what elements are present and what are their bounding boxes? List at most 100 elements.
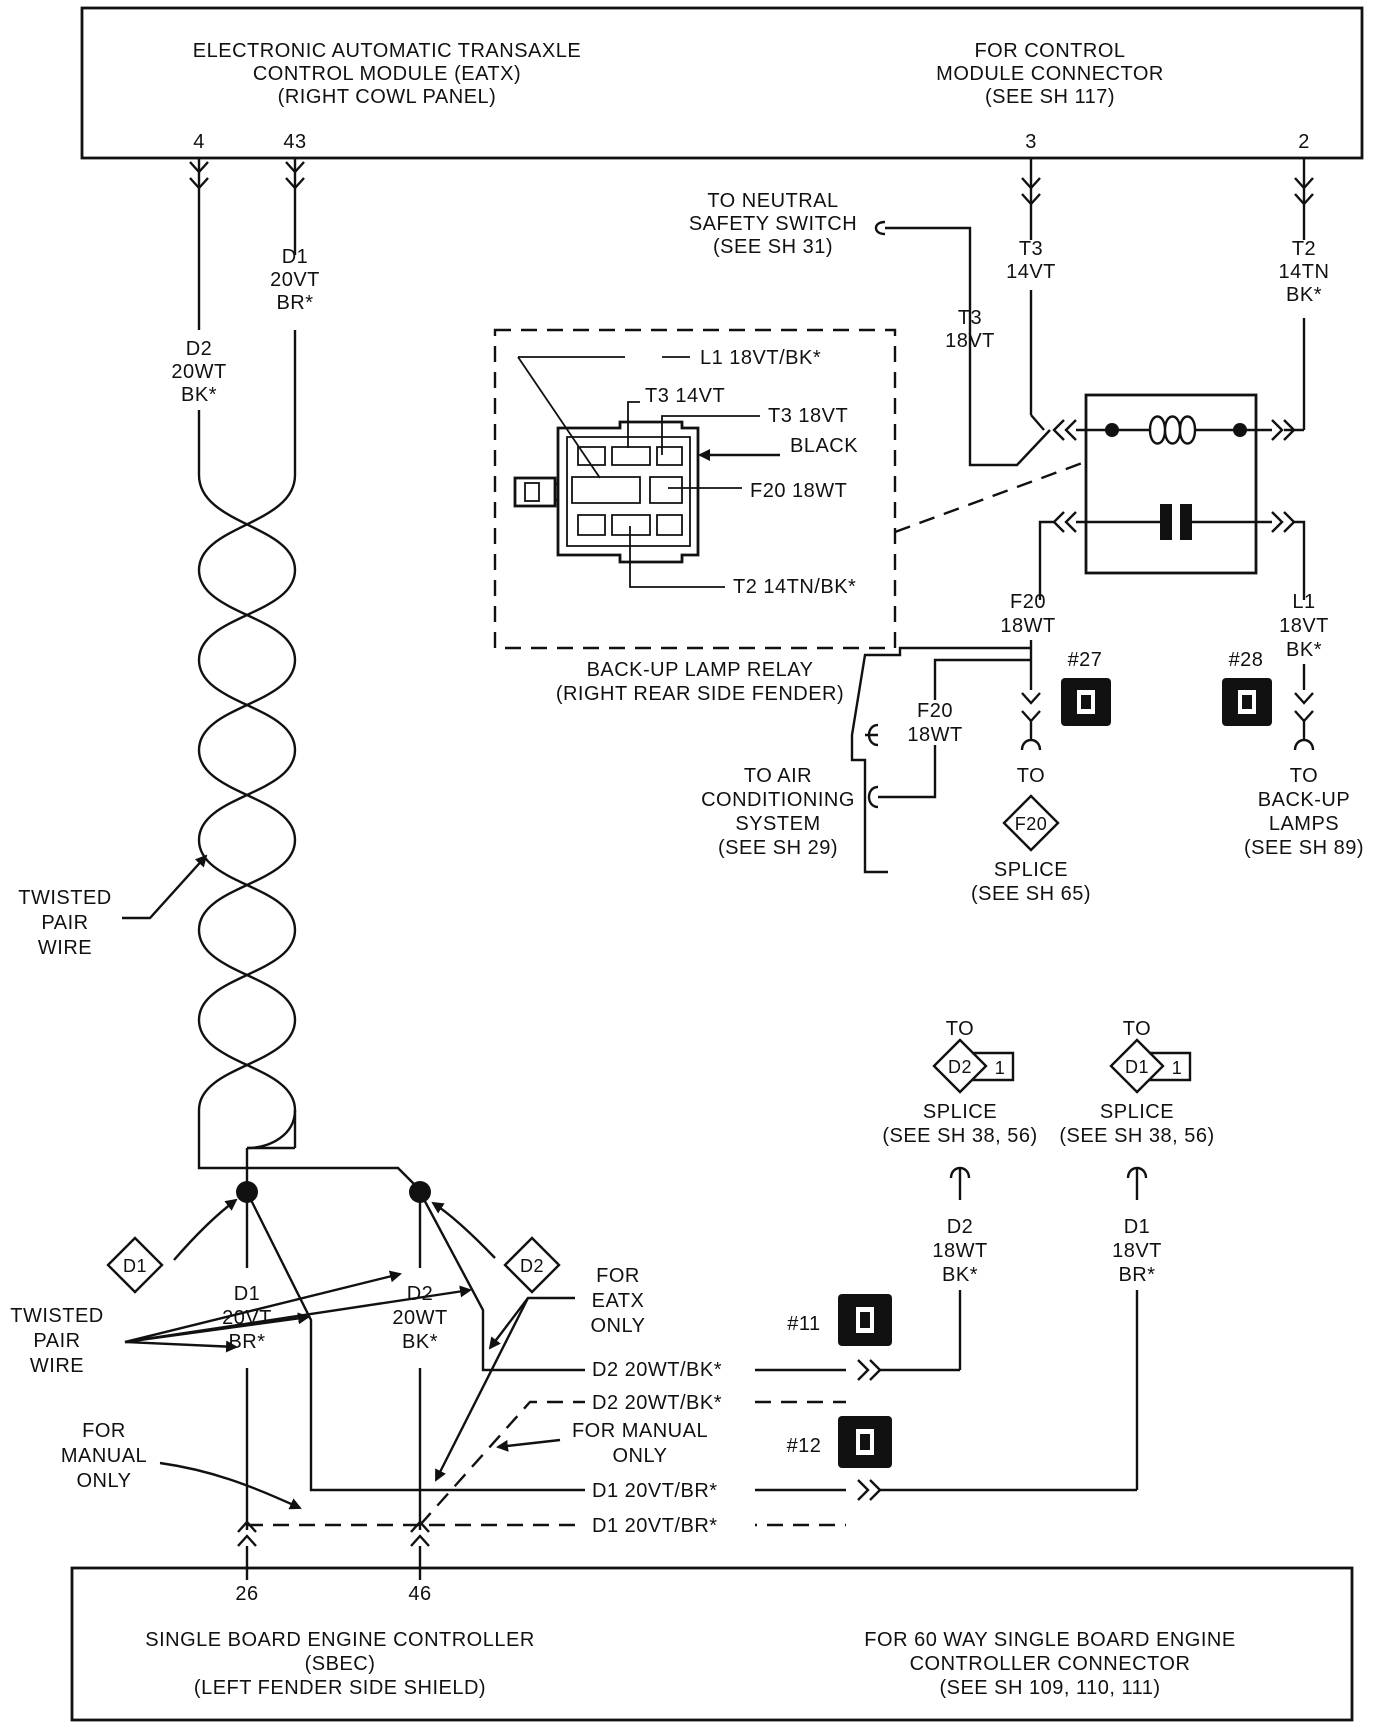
l1-wiring (1293, 664, 1315, 751)
l1-relay-label-1: L1 (1292, 591, 1315, 613)
d2-splice-symbol: D2 (948, 1057, 972, 1077)
eatx-pin-4: 4 (193, 131, 205, 153)
eatx-title-3: (RIGHT COWL PANEL) (278, 86, 497, 108)
t3-18-label-1: T3 (958, 307, 982, 329)
d2-splice-wire-3: BK* (942, 1264, 978, 1286)
eatx-title-2: CONTROL MODULE (EATX) (253, 63, 521, 85)
f20-wiring (850, 640, 1042, 874)
callout-l1: L1 18VT/BK* (700, 347, 821, 369)
splice-feed-wires (878, 1166, 1148, 1492)
left-d1-splice: D1 (106, 1198, 238, 1294)
callout-black: BLACK (790, 435, 858, 457)
d2-dashed-label: D2 20WT/BK* (592, 1392, 722, 1414)
eatx-only-2: EATX (592, 1290, 645, 1312)
d1-bottom-label-3: BR* (228, 1331, 265, 1353)
relay-schematic (1038, 393, 1306, 600)
d1-top-label-2: 20VT (270, 269, 320, 291)
d1-splice-wire-3: BR* (1118, 1264, 1155, 1286)
manual-right-1: FOR MANUAL (572, 1420, 708, 1442)
left-d1-symbol: D1 (123, 1256, 147, 1276)
backup-4: (SEE SH 89) (1244, 837, 1364, 859)
f20-relay-label-1: F20 (1010, 591, 1046, 613)
manual-left-2: MANUAL (61, 1445, 147, 1467)
d2-splice-destination: TO D2 1 SPLICE (SEE SH 38, 56) (882, 1018, 1037, 1147)
manual-left-3: ONLY (77, 1470, 132, 1492)
manual-right-2: ONLY (613, 1445, 668, 1467)
twisted-pair-cable (197, 158, 417, 1187)
f20-ac-label-1: F20 (917, 700, 953, 722)
twisted-upper-1: TWISTED (18, 887, 112, 909)
t3-14-label-2: 14VT (1006, 261, 1056, 283)
connector-12-label: #12 (787, 1435, 822, 1457)
f20-splice-destination: TO F20 SPLICE (SEE SH 65) (971, 765, 1091, 905)
t2-14-label-1: T2 (1292, 238, 1316, 260)
relay-connector-view: L1 18VT/BK* T3 14VT T3 18VT BLACK F20 18… (493, 328, 1086, 705)
twisted-upper-2: PAIR (41, 912, 88, 934)
manual-only-note-right: FOR MANUAL ONLY (496, 1420, 708, 1467)
callout-t2: T2 14TN/BK* (733, 576, 856, 598)
sbec-connector-1: FOR 60 WAY SINGLE BOARD ENGINE (864, 1629, 1235, 1651)
sbec-pin-46: 46 (408, 1583, 431, 1605)
d2-splice-count: 1 (995, 1058, 1006, 1078)
d1-splice-destination: TO D1 1 SPLICE (SEE SH 38, 56) (1059, 1018, 1214, 1147)
twisted-upper-3: WIRE (38, 937, 92, 959)
connector-11-label: #11 (787, 1313, 820, 1335)
backup-lamps-destination: TO BACK-UP LAMPS (SEE SH 89) (1244, 765, 1364, 859)
eatx-only-1: FOR (596, 1265, 640, 1287)
callout-f20: F20 18WT (750, 480, 847, 502)
neutral-safety-destination: TO NEUTRAL SAFETY SWITCH (SEE SH 31) (689, 190, 857, 258)
d2-bottom-label-2: 20WT (392, 1307, 447, 1329)
relay-title-1: BACK-UP LAMP RELAY (587, 659, 814, 681)
d2-bottom-label-1: D2 (407, 1283, 434, 1305)
f20-to: TO (1017, 765, 1045, 787)
sbec-title-2: (SBEC) (305, 1653, 376, 1675)
connector-27-label: #27 (1068, 649, 1103, 671)
d2-splice-2: (SEE SH 38, 56) (882, 1125, 1037, 1147)
l1-relay-label-3: BK* (1286, 639, 1322, 661)
d2-top-label-2: 20WT (171, 361, 226, 383)
eatx-connector-3: (SEE SH 117) (985, 86, 1115, 108)
twisted-lower-3: WIRE (30, 1355, 84, 1377)
t2-14-label-3: BK* (1286, 284, 1322, 306)
backup-1: TO (1290, 765, 1318, 787)
ac-2: CONDITIONING (701, 789, 855, 811)
ac-3: SYSTEM (735, 813, 820, 835)
manual-only-note-left: FOR MANUAL ONLY (61, 1420, 302, 1510)
eatx-only-3: ONLY (591, 1315, 646, 1337)
backup-2: BACK-UP (1258, 789, 1350, 811)
sbec-connector-2: CONTROLLER CONNECTOR (910, 1653, 1191, 1675)
eatx-pin-3: 3 (1025, 131, 1037, 153)
d1-top-label-1: D1 (282, 246, 309, 268)
ac-4: (SEE SH 29) (718, 837, 838, 859)
connector-27: #27 (1061, 649, 1111, 726)
d1-dashed-label: D1 20VT/BR* (592, 1515, 718, 1537)
callout-t3-14: T3 14VT (645, 385, 725, 407)
left-d2-splice: D2 (431, 1201, 561, 1294)
f20-splice-symbol: F20 (1015, 814, 1048, 834)
d2-top-label-3: BK* (181, 384, 217, 406)
manual-left-1: FOR (82, 1420, 126, 1442)
d1-bottom-label-1: D1 (234, 1283, 261, 1305)
neutral-2: SAFETY SWITCH (689, 213, 857, 235)
twisted-pair-note-upper: TWISTED PAIR WIRE (18, 854, 208, 959)
relay-title-2: (RIGHT REAR SIDE FENDER) (556, 683, 844, 705)
f20-ac-label-2: 18WT (907, 724, 962, 746)
d2-splice-wire-1: D2 (947, 1216, 974, 1238)
eatx-only-note: FOR EATX ONLY (434, 1265, 646, 1482)
twisted-lower-1: TWISTED (10, 1305, 104, 1327)
connector-12: #12 (787, 1416, 892, 1501)
d2-top-label-1: D2 (186, 338, 213, 360)
d1-solid-label: D1 20VT/BR* (592, 1480, 718, 1502)
t2-14-label-2: 14TN (1279, 261, 1330, 283)
twisted-pair-note-lower: TWISTED PAIR WIRE (10, 1270, 472, 1377)
d2-splice-wire-2: 18WT (932, 1240, 987, 1262)
sbec-module: 26 46 SINGLE BOARD ENGINE CONTROLLER (SB… (70, 1566, 1354, 1722)
callout-t3-18: T3 18VT (768, 405, 848, 427)
t-wires (874, 158, 1306, 467)
d2-to: TO (946, 1018, 974, 1040)
connector-11: #11 (787, 1294, 892, 1381)
t3-14-label-1: T3 (1019, 238, 1043, 260)
f20-splice-1: SPLICE (994, 859, 1068, 881)
f20-splice-2: (SEE SH 65) (971, 883, 1091, 905)
